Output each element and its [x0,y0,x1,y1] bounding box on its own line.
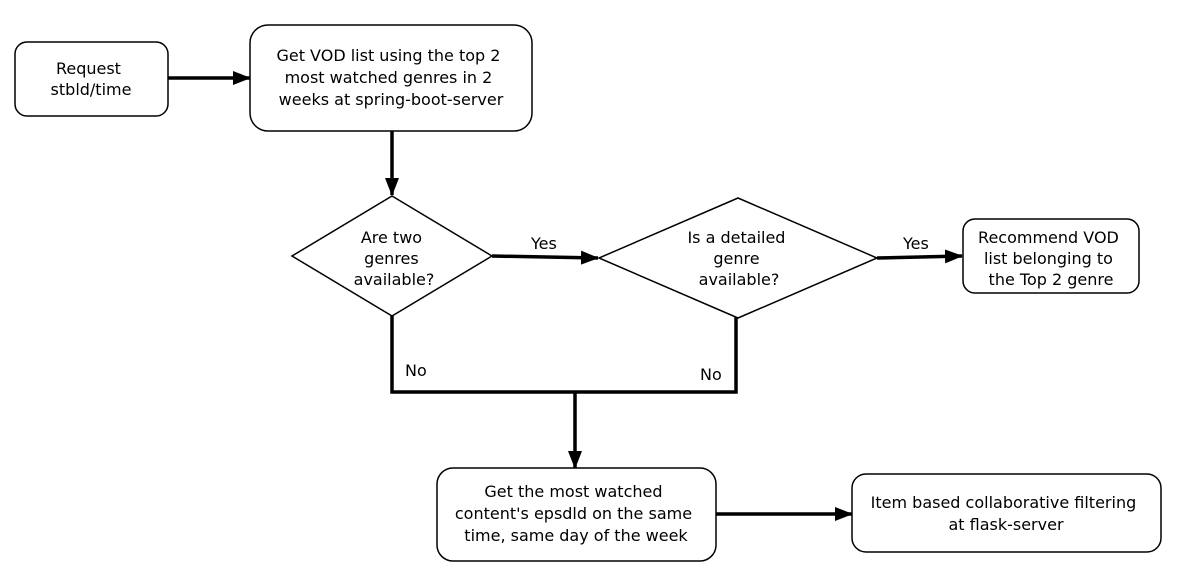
node-item-cf-label: Item based collaborative filtering at fl… [871,493,1142,534]
edge-label-yes-1: Yes [530,234,557,253]
node-two-genres-label: Are two genres available? [354,228,435,289]
node-request-label: Request stbld/time [51,59,132,99]
node-most-watched-label: Get the most watched content's epsdld on… [455,482,697,545]
edge-detailed-genre-yes [876,249,963,264]
node-get-vod-list: Get VOD list using the top 2 most watche… [249,24,533,132]
node-recommend-shape [962,218,1140,294]
edge-two-genres-yes [491,250,599,265]
node-recommend: Recommend VOD list belonging to the Top … [962,218,1140,294]
node-detailed-genre-shape [597,197,879,319]
edge-no-merge-line [390,316,738,394]
node-item-cf: Item based collaborative filtering at fl… [851,473,1162,553]
node-get-vod-list-shape [249,24,533,132]
edge-label-no-1: No [405,361,427,380]
node-detailed-genre-label: Is a detailed genre available? [687,228,790,289]
node-recommend-label: Recommend VOD list belonging to the Top … [978,228,1124,289]
node-two-genres: Are two genres available? [290,195,494,317]
edges [168,71,963,521]
node-request-shape [14,41,169,117]
edge-labels: Yes Yes No No [405,234,929,384]
node-request: Request stbld/time [14,41,169,117]
node-two-genres-shape [290,195,494,317]
edge-label-no-2: No [700,365,722,384]
edge-label-yes-2: Yes [902,234,929,253]
node-most-watched: Get the most watched content's epsdld on… [436,467,717,562]
node-detailed-genre: Is a detailed genre available? [597,197,879,319]
node-most-watched-shape [436,467,717,562]
node-get-vod-list-label: Get VOD list using the top 2 most watche… [276,46,505,109]
node-item-cf-shape [851,473,1162,553]
